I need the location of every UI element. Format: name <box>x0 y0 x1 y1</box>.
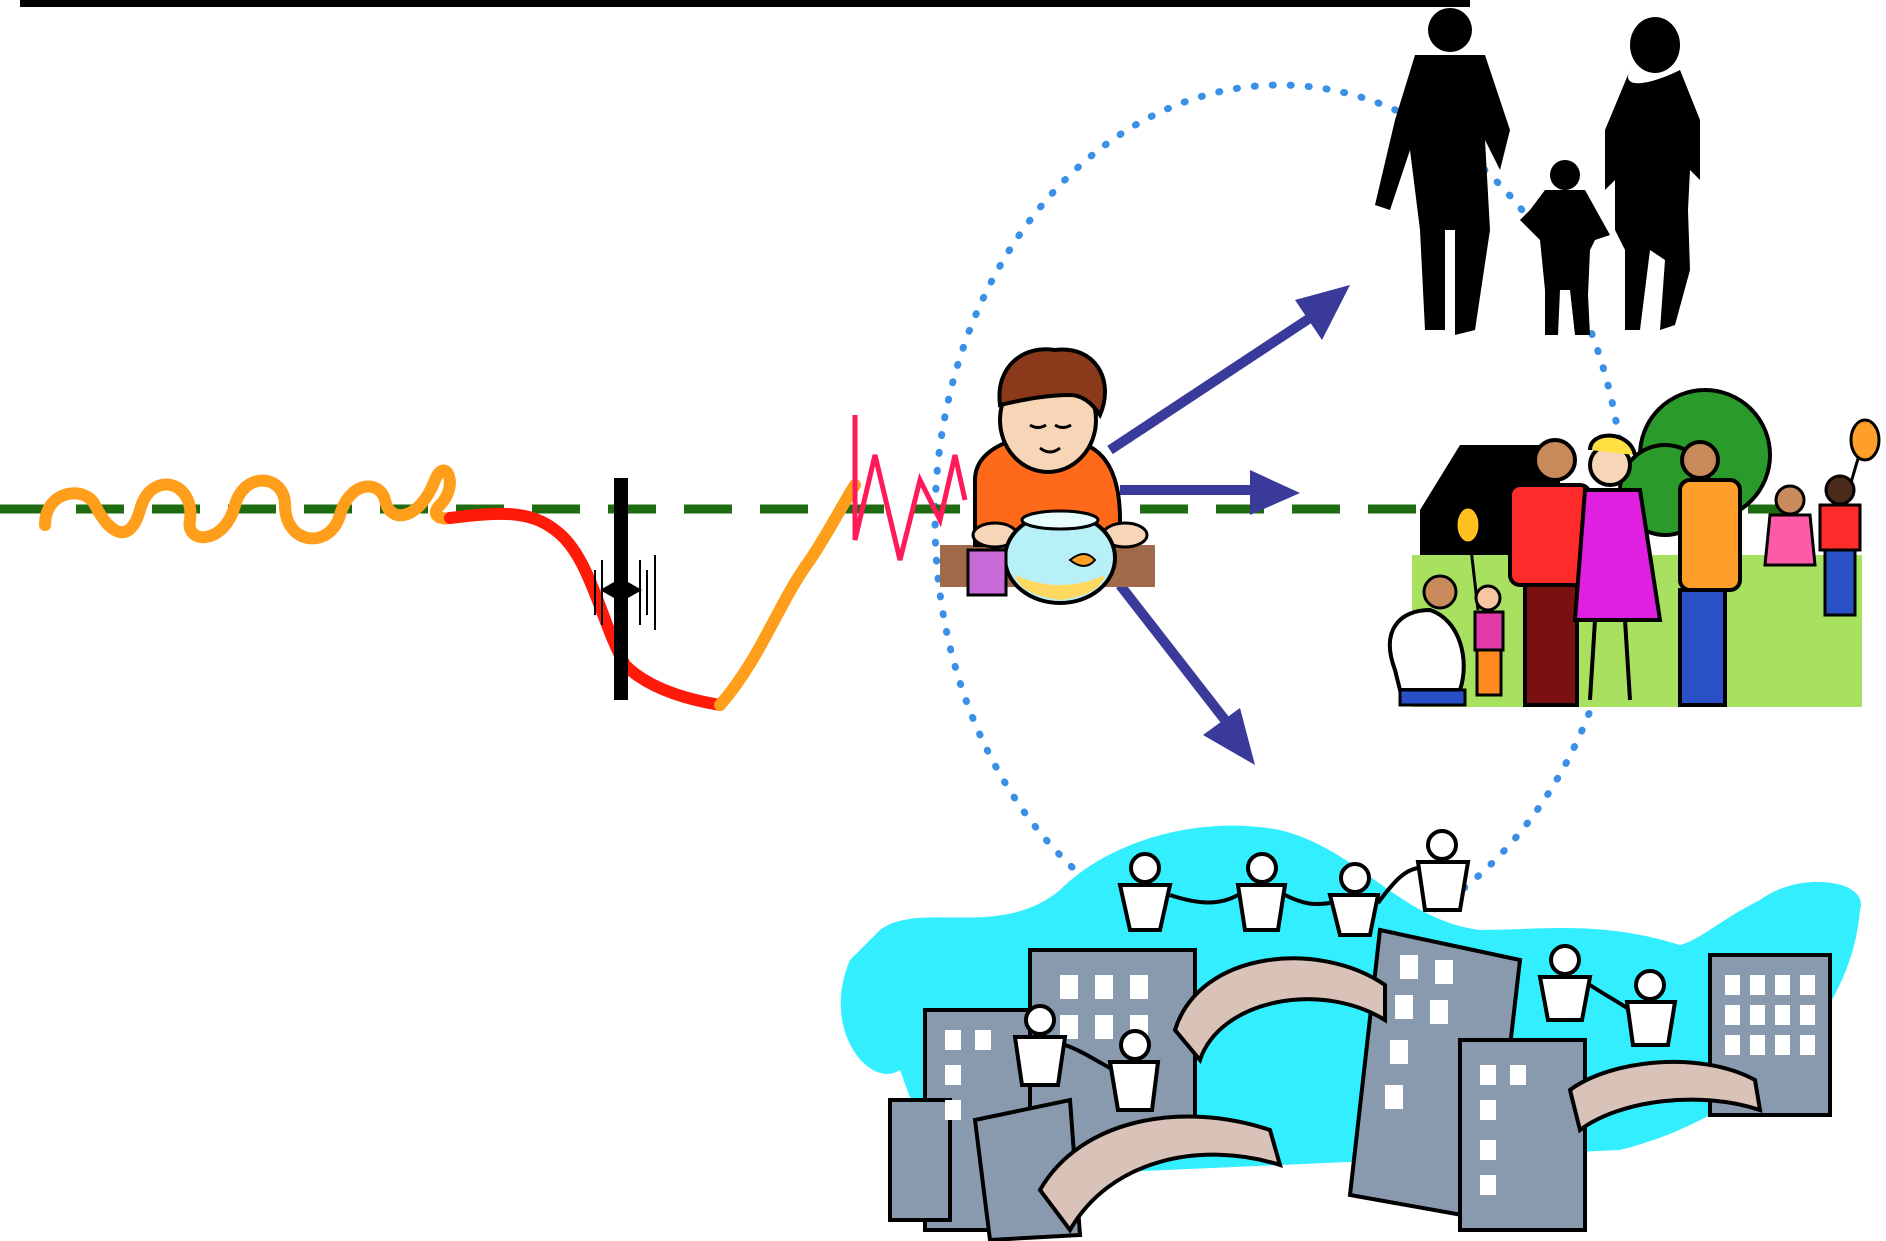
arrow-to-community <box>1116 581 1255 765</box>
arrow-to-family <box>1107 285 1350 455</box>
neighbors-icon <box>1388 388 1881 707</box>
wavy-trajectory-orange <box>39 464 456 545</box>
community-icon <box>840 825 1861 1241</box>
barrier-icon <box>594 478 656 700</box>
arrow-to-neighbors <box>1120 470 1300 515</box>
fishbowl-icon <box>1003 509 1117 605</box>
decline-trajectory-red <box>444 507 726 711</box>
recovery-trajectory-orange <box>714 479 861 711</box>
family-icon <box>1375 8 1700 335</box>
stress-spike <box>852 415 968 561</box>
child-icon <box>940 347 1155 605</box>
